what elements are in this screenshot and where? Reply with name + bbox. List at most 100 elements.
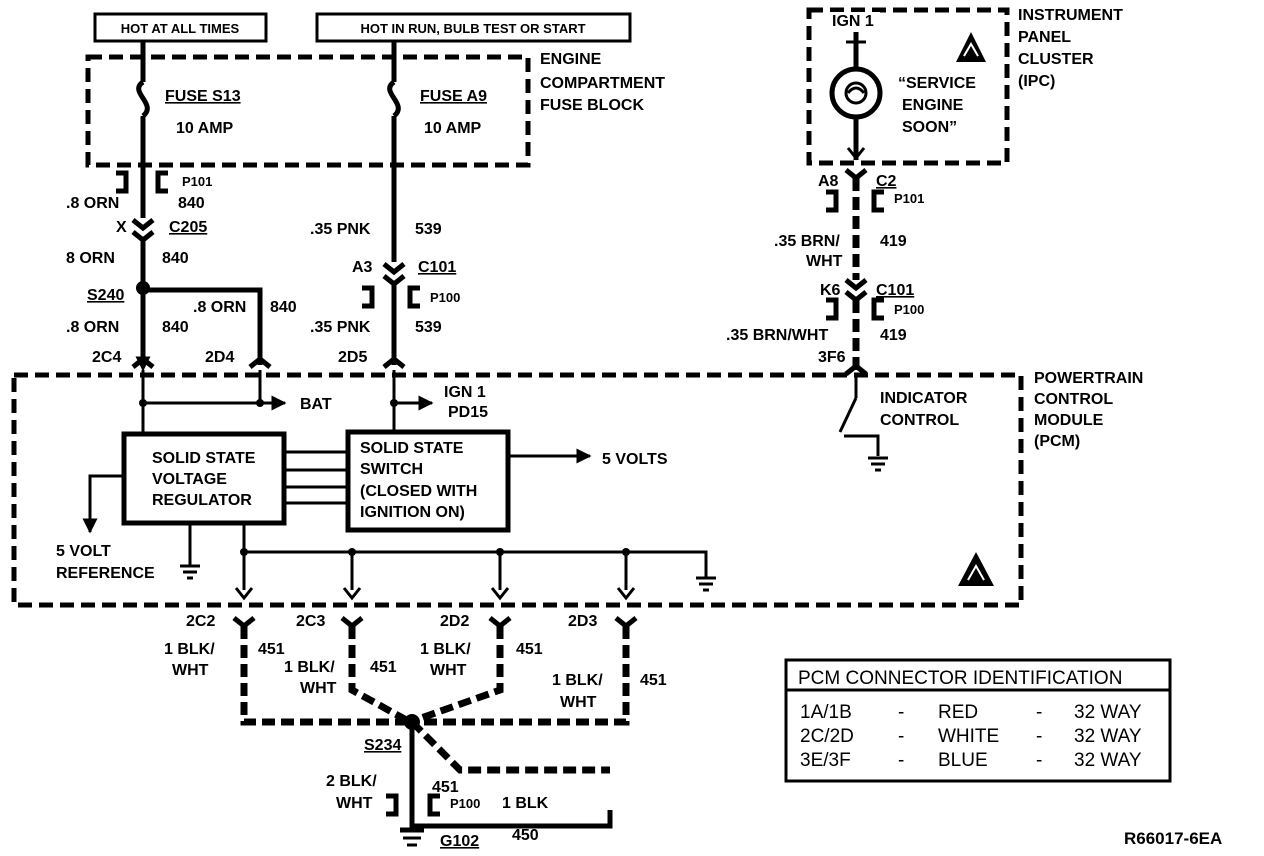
hot-at-all-times-box: HOT AT ALL TIMES: [93, 12, 268, 43]
s240-label: S240: [87, 287, 124, 304]
orn-08-label-1: .8 ORN: [66, 195, 119, 212]
table-row-2-dash1: -: [898, 726, 904, 747]
a8-pin-label: A8: [818, 173, 839, 190]
engine-fuse-block: ENGINE COMPARTMENT FUSE BLOCK FUSE S13 1…: [85, 51, 665, 168]
c539-label-2: 539: [415, 319, 442, 336]
orn-08-label-2: .8 ORN: [193, 299, 246, 316]
blk-wht2-label-a: 2 BLK/: [326, 773, 377, 790]
esd-warning-icon: [956, 32, 986, 62]
pin-2d4-label: 2D4: [205, 349, 234, 366]
fuse-block-name-1: ENGINE: [540, 51, 602, 68]
lamp-label-2: ENGINE: [902, 97, 964, 114]
table-row-3-pins: 3E/3F: [800, 750, 851, 771]
pin-2c3-label: 2C3: [296, 613, 325, 630]
switch-label-3: (CLOSED WITH: [360, 483, 477, 500]
pcm-name-1: POWERTRAIN: [1034, 370, 1143, 387]
ipc-name-4: (IPC): [1018, 73, 1055, 90]
ipc-name-1: INSTRUMENT: [1018, 7, 1123, 24]
table-row-2-dash2: -: [1036, 726, 1042, 747]
regulator-label-1: SOLID STATE: [152, 450, 256, 467]
blk-wht-label-b-2: WHT: [300, 680, 337, 697]
hot-at-all-times-label: HOT AT ALL TIMES: [121, 21, 240, 36]
ground-icon: [868, 456, 888, 472]
c2-label: C2: [876, 173, 897, 190]
p101-label-right: P101: [894, 191, 924, 206]
brn-wht-label-a: .35 BRN/: [774, 233, 840, 250]
fuse-s13-wire: [136, 41, 150, 218]
g102-label: G102: [440, 833, 479, 850]
fuse-icon: [387, 79, 401, 118]
instrument-panel-cluster: INSTRUMENT PANEL CLUSTER (IPC) IGN 1 “SE…: [806, 7, 1123, 166]
ground-icon: [180, 564, 200, 580]
c840-label-4: 840: [162, 319, 189, 336]
regulator-label-3: REGULATOR: [152, 492, 252, 509]
blk-wht-label-a-3: 1 BLK/: [420, 641, 471, 658]
c419-label-2: 419: [880, 327, 907, 344]
ipc-name-3: CLUSTER: [1018, 51, 1094, 68]
p100-label-1: P100: [430, 290, 460, 305]
indicator-lamp-icon: [829, 66, 883, 120]
c450-label: 450: [512, 827, 539, 844]
regulator-label-2: VOLTAGE: [152, 471, 227, 488]
fuse-a9-wire: [387, 41, 401, 262]
bat-label: BAT: [300, 396, 332, 413]
table-row-3-dash2: -: [1036, 750, 1042, 771]
pin-2c2-label: 2C2: [186, 613, 215, 630]
c451-label-2: 451: [370, 659, 397, 676]
ground-451-circuits: 2C2 2C3 2D2 2D3 1 BLK/ WHT 451 1 BLK/ WH…: [164, 613, 667, 850]
pcm-name-3: MODULE: [1034, 412, 1104, 429]
switch-label-2: SWITCH: [360, 461, 423, 478]
c451-label-1: 451: [258, 641, 285, 658]
c539-label-1: 539: [415, 221, 442, 238]
pin-2d3-label: 2D3: [568, 613, 597, 630]
hot-in-run-label: HOT IN RUN, BULB TEST OR START: [360, 21, 585, 36]
pcm-name-4: (PCM): [1034, 433, 1080, 450]
lamp-label-1: “SERVICE: [898, 75, 976, 92]
ground-icon: [696, 576, 716, 592]
table-row-1-pins: 1A/1B: [800, 702, 852, 723]
c840-label-2: 840: [162, 250, 189, 267]
ground-icon: [400, 827, 424, 847]
fuse-s13-rating: 10 AMP: [176, 120, 234, 137]
fuse-block-name-2: COMPARTMENT: [540, 75, 665, 92]
indicator-label-1: INDICATOR: [880, 390, 968, 407]
pcm-ign-label-2: PD15: [448, 404, 488, 421]
blk-wht-label-b-3: WHT: [430, 662, 467, 679]
a3-pin-label: A3: [352, 259, 373, 276]
table-row-1-size: 32 WAY: [1074, 702, 1142, 723]
c101-label-1: C101: [418, 259, 456, 276]
pin-2c4-label: 2C4: [92, 349, 121, 366]
pcm-name-2: CONTROL: [1034, 391, 1113, 408]
pcm-ign-label-1: IGN 1: [444, 384, 486, 401]
c451-label-5: 451: [432, 779, 459, 796]
fuse-a9-name: FUSE A9: [420, 88, 487, 105]
c451-label-3: 451: [516, 641, 543, 658]
c205-label: C205: [169, 219, 207, 236]
switch-label-4: IGNITION ON): [360, 504, 465, 521]
pin-2d5-label: 2D5: [338, 349, 367, 366]
blk-wht-label-b-1: WHT: [172, 662, 209, 679]
hot-in-run-box: HOT IN RUN, BULB TEST OR START: [315, 12, 632, 43]
pin-2d2-label: 2D2: [440, 613, 469, 630]
fuse-block-name-3: FUSE BLOCK: [540, 97, 644, 114]
indicator-label-2: CONTROL: [880, 412, 959, 429]
brn-wht-419-circuit: A8 C2 P101 .35 BRN/ WHT 419 K6 C101 P100…: [726, 168, 924, 372]
c840-label-3: 840: [270, 299, 297, 316]
blk-wht-label-a-2: 1 BLK/: [284, 659, 335, 676]
switch-label-1: SOLID STATE: [360, 440, 464, 457]
reference-label-2: REFERENCE: [56, 565, 155, 582]
blk-wht2-label-b: WHT: [336, 795, 373, 812]
blk-wht-label-b-4: WHT: [560, 694, 597, 711]
table-row-2-color: WHITE: [938, 726, 999, 747]
table-row-1-color: RED: [938, 702, 978, 723]
table-row-3-color: BLUE: [938, 750, 988, 771]
ipc-name-2: PANEL: [1018, 29, 1071, 46]
blk-wht-label-a-4: 1 BLK/: [552, 672, 603, 689]
c101-label-2: C101: [876, 282, 914, 299]
pnk-539-circuit: .35 PNK 539 A3 C101 P100 .35 PNK 539 2D5: [310, 221, 460, 366]
fuse-a9-rating: 10 AMP: [424, 120, 482, 137]
figure-id: R66017-6EA: [1124, 829, 1222, 848]
five-volts-label: 5 VOLTS: [602, 451, 668, 468]
lamp-label-3: SOON”: [902, 119, 957, 136]
